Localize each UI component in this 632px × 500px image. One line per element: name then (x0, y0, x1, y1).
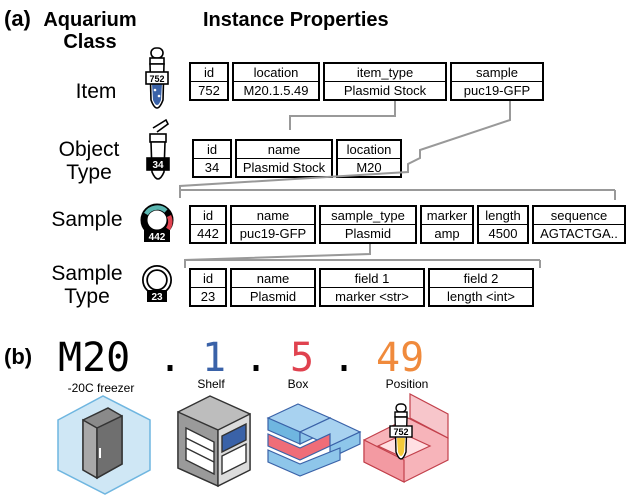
sample-type-value-name: Plasmid (230, 287, 316, 307)
sample-icon-tag: 442 (149, 232, 166, 243)
location-separator-3: . (332, 335, 357, 381)
sample-type-value-field-1: marker <str> (319, 287, 425, 307)
panel-b-label: (b) (4, 344, 33, 369)
connector-sample-type-to-sample-type-row (184, 244, 371, 268)
sample-header-id: id (189, 205, 227, 224)
sample-value-name: puc19-GFP (230, 224, 316, 244)
position-tube-tag: 752 (393, 427, 408, 437)
location-shelf-code: 1 (202, 335, 227, 381)
sample-type-plasmid-icon (142, 265, 172, 302)
sample-type-header-field-2: field 2 (428, 268, 534, 287)
object-type-value-name: Plasmid Stock (235, 158, 333, 178)
shelf-illustration (177, 395, 251, 488)
object-type-header-location: location (336, 139, 402, 158)
item-properties-table: id location item_type sample 752 M20.1.5… (186, 62, 547, 101)
item-value-id: 752 (189, 81, 229, 101)
connector-item-type-to-object-type (289, 101, 396, 130)
sample-header-marker: marker (420, 205, 474, 224)
sample-value-sample-type: Plasmid (319, 224, 417, 244)
sample-header-name: name (230, 205, 316, 224)
sample-plasmid-icon (140, 203, 174, 242)
sample-value-id: 442 (189, 224, 227, 244)
boxes-illustration (266, 403, 362, 477)
caption-position: Position (385, 377, 429, 391)
object-type-value-id: 34 (192, 158, 232, 178)
item-tube-icon (145, 47, 169, 109)
class-name-object-type: Object Type (58, 138, 120, 184)
location-freezer-code: M20 (58, 335, 131, 381)
sample-type-value-field-2: length <int> (428, 287, 534, 307)
sample-value-length: 4500 (477, 224, 529, 244)
object-type-header-id: id (192, 139, 232, 158)
item-header-sample: sample (450, 62, 544, 81)
item-header-location: location (232, 62, 320, 81)
connector-sample-to-sample-row (179, 101, 511, 198)
sample-header-sample-type: sample_type (319, 205, 417, 224)
class-name-item: Item (75, 80, 117, 103)
aquarium-class-header: Aquarium Class (43, 9, 137, 53)
sample-type-value-id: 23 (189, 287, 227, 307)
item-value-location: M20.1.5.49 (232, 81, 320, 101)
item-header-id: id (189, 62, 229, 81)
object-type-header-name: name (235, 139, 333, 158)
item-icon-tag: 752 (149, 74, 164, 84)
sample-type-header-field-1: field 1 (319, 268, 425, 287)
caption-box: Box (287, 377, 309, 391)
object-type-icon-tag: 34 (152, 160, 164, 171)
location-separator-2: . (244, 335, 269, 381)
sample-properties-table: id name sample_type marker length sequen… (186, 205, 629, 244)
panel-a-label: (a) (4, 6, 31, 31)
freezer-illustration (57, 395, 151, 495)
caption-shelf: Shelf (197, 377, 225, 391)
location-box-code: 5 (290, 335, 315, 381)
sample-type-properties-table: id name field 1 field 2 23 Plasmid marke… (186, 268, 537, 307)
item-value-sample: puc19-GFP (450, 81, 544, 101)
sample-header-sequence: sequence (532, 205, 626, 224)
class-name-sample-type: Sample Type (51, 262, 123, 308)
sample-type-header-id: id (189, 268, 227, 287)
sample-type-icon-tag: 23 (151, 292, 163, 303)
class-name-sample: Sample (51, 208, 123, 231)
sample-type-header-name: name (230, 268, 316, 287)
location-separator-1: . (158, 335, 183, 381)
location-position-code: 49 (376, 335, 425, 381)
sample-value-sequence: AGTACTGA.. (532, 224, 626, 244)
sample-header-length: length (477, 205, 529, 224)
object-type-tube-icon (146, 118, 170, 180)
object-type-value-location: M20 (336, 158, 402, 178)
item-value-item-type: Plasmid Stock (323, 81, 447, 101)
connector-lines (179, 101, 616, 268)
instance-properties-header: Instance Properties (203, 9, 389, 31)
position-tube-icon (389, 403, 413, 460)
sample-value-marker: amp (420, 224, 474, 244)
caption-freezer: -20C freezer (67, 381, 135, 395)
object-type-properties-table: id name location 34 Plasmid Stock M20 (189, 139, 405, 178)
item-header-item-type: item_type (323, 62, 447, 81)
